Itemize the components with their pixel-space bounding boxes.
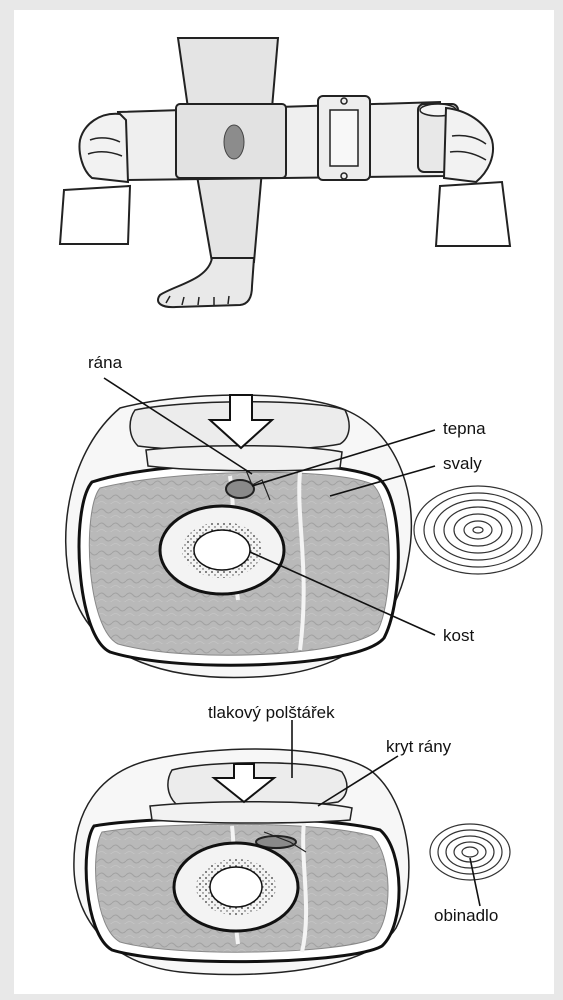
wound-cover-bottom [150,802,352,823]
bandaging-illustration [60,38,510,307]
artery-top [226,480,254,498]
right-hand [444,108,493,182]
bandage-roll-bottom [430,824,510,880]
label-wound: rána [88,353,123,372]
wound-spot [224,125,244,159]
bone-marrow-top [194,530,250,570]
bone-marrow-bottom [210,867,262,907]
label-artery: tepna [443,419,486,438]
shin [196,170,262,262]
label-pressure-pad: tlakový polštářek [208,703,335,722]
label-wound-cover: kryt rány [386,737,452,756]
left-hand [80,114,129,182]
bandage-roll-top [414,486,542,574]
foot [158,258,254,307]
label-bandage: obinadlo [434,906,498,925]
label-bone: kost [443,626,474,645]
thigh [178,38,278,108]
cross-section-bottom [74,749,510,975]
label-muscles: svaly [443,454,482,473]
left-sleeve [60,186,130,244]
right-sleeve [436,182,510,246]
